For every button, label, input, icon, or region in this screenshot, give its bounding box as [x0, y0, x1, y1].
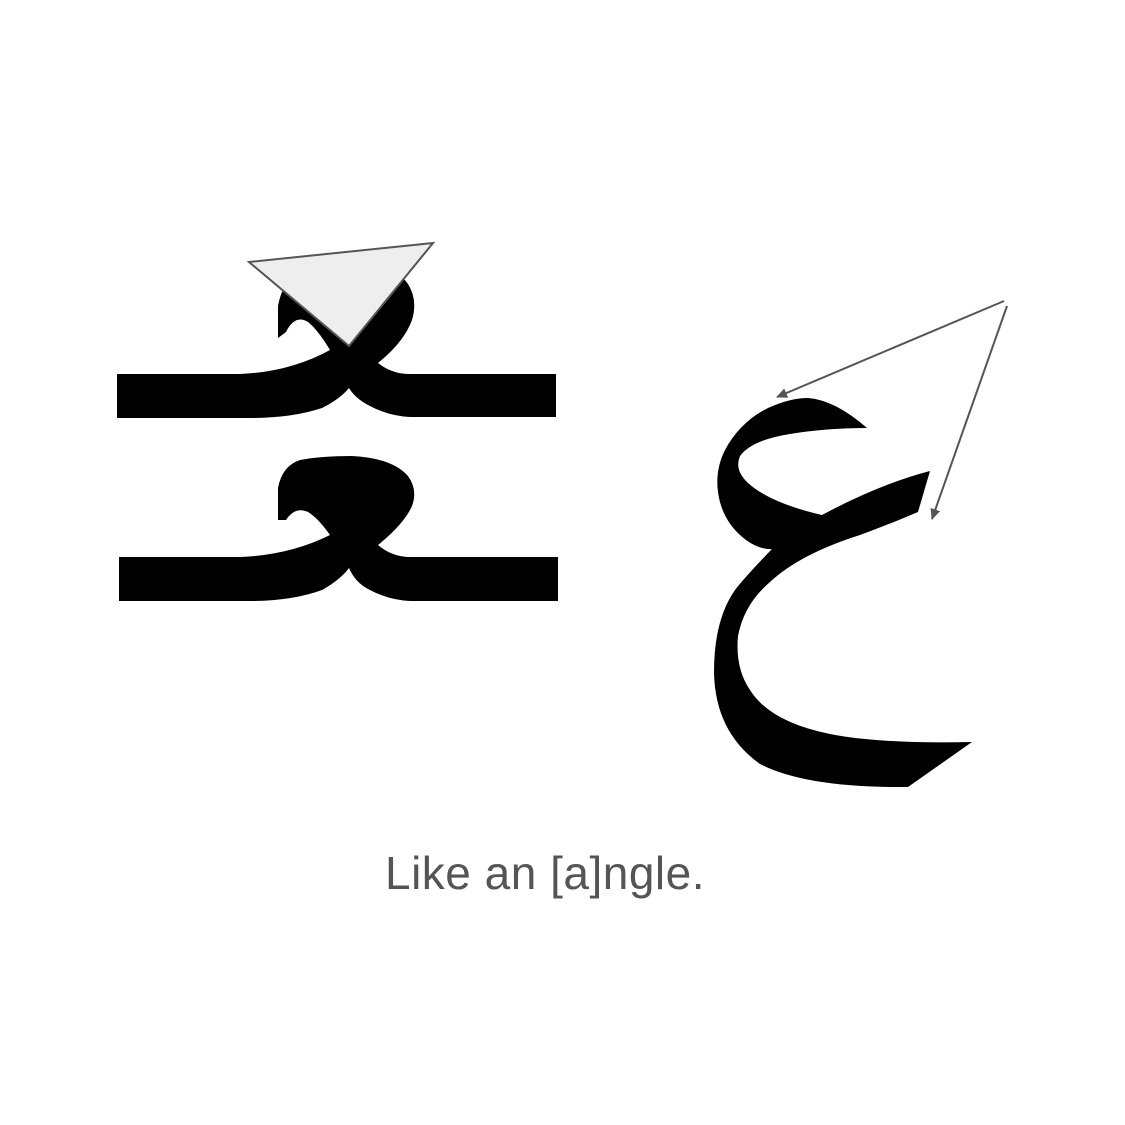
- ain-isolated: [714, 300, 1008, 788]
- angle-triangle: [246, 241, 436, 348]
- caption-text: Like an [a]ngle.: [384, 847, 705, 899]
- ain-medial-upper-glyph: [117, 262, 556, 418]
- ain-medial-lower: [119, 456, 558, 601]
- ain-medial-upper: [117, 241, 556, 418]
- arrow-to-top-corner: [776, 300, 1005, 398]
- arrow-to-middle-corner: [930, 305, 1008, 520]
- ain-medial-lower-glyph: [119, 456, 558, 601]
- ain-isolated-glyph: [714, 398, 972, 788]
